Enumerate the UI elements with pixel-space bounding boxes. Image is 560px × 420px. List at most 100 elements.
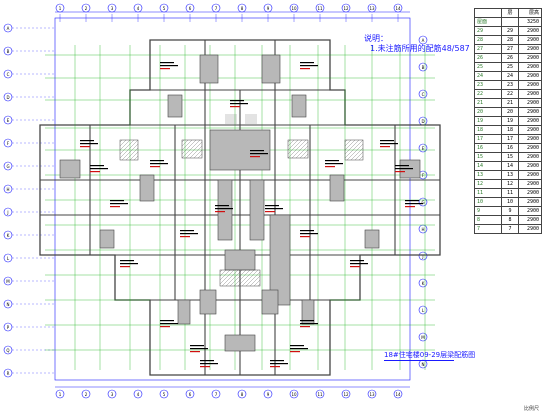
axis-label-left: R <box>7 371 10 376</box>
floor-table-cell: 21 <box>474 98 502 108</box>
beam-label-mark <box>80 143 98 145</box>
floor-table-cell: 2900 <box>518 44 542 54</box>
axis-label-top: 3 <box>111 6 114 11</box>
hatch-stroke <box>287 139 307 159</box>
hatch-stroke <box>219 269 235 285</box>
axis-label-bottom: 11 <box>317 392 323 397</box>
beam-label-mark <box>230 106 240 108</box>
hatch-stroke <box>358 155 364 161</box>
beam-label-mark <box>215 208 233 210</box>
beam-label-mark <box>300 230 314 232</box>
axis-bubble-bottom <box>211 389 221 399</box>
axis-label-left: A <box>7 26 10 31</box>
hatch-stroke <box>189 145 203 159</box>
beam-label-mark <box>110 203 128 205</box>
hatch-stroke <box>221 269 239 287</box>
floor-table-cell: 19 <box>474 116 502 126</box>
axis-label-top: 6 <box>189 6 192 11</box>
shear-wall-core <box>291 94 307 118</box>
floor-table-cell: 13 <box>501 170 519 180</box>
hatch-stroke <box>219 269 223 273</box>
beam-label-mark <box>395 165 409 167</box>
floor-table-cell: 2900 <box>518 206 542 216</box>
axis-label-left: F <box>7 141 10 146</box>
hatch-stroke <box>291 141 309 159</box>
axis-bubble-bottom <box>341 389 351 399</box>
axis-label-right: C <box>422 92 425 97</box>
beam-label-mark <box>300 320 314 322</box>
axis-label-bottom: 4 <box>137 392 140 397</box>
axis-bubble-top <box>393 3 403 13</box>
axis-label-left: P <box>7 325 10 330</box>
beam-label-mark <box>380 146 390 148</box>
beam-label-mark <box>270 360 284 362</box>
axis-label-bottom: 9 <box>267 392 270 397</box>
beam-label-mark <box>300 236 310 238</box>
axis-bubble-top <box>289 3 299 13</box>
floor-table-cell: 12 <box>501 179 519 189</box>
hatch-stroke <box>344 139 352 147</box>
floor-table-cell: 7 <box>501 224 519 234</box>
beam-label-mark <box>350 266 360 268</box>
beam-label-mark <box>300 233 318 235</box>
axis-label-left: M <box>6 279 10 284</box>
axis-label-top: 4 <box>137 6 140 11</box>
floor-table-cell: 17 <box>501 134 519 144</box>
axis-label-right: H <box>421 227 424 232</box>
axis-bubble-bottom <box>133 389 143 399</box>
floor-table-cell: 11 <box>474 188 502 198</box>
beam-label-mark <box>395 171 405 173</box>
floor-table-cell: 10 <box>501 197 519 207</box>
axis-bubble-top <box>341 3 351 13</box>
axis-label-right: E <box>422 146 425 151</box>
beam-label-mark <box>380 140 394 142</box>
floor-table-cell: 2900 <box>518 143 542 153</box>
hatch-stroke <box>181 139 185 143</box>
floor-table-cell: 25 <box>501 62 519 72</box>
axis-bubble-top <box>107 3 117 13</box>
floor-table-cell: 25 <box>474 62 502 72</box>
shear-wall-core <box>177 299 191 325</box>
hatch-stroke <box>119 139 123 143</box>
beam-label-mark <box>190 345 204 347</box>
axis-label-bottom: 10 <box>291 392 297 397</box>
beam-label-mark <box>90 168 108 170</box>
axis-bubble-bottom <box>55 389 65 399</box>
beam-label-mark <box>300 62 314 64</box>
axis-label-right: F <box>422 173 425 178</box>
axis-label-right: N <box>422 362 425 367</box>
floor-table-cell: 27 <box>501 44 519 54</box>
floor-table-cell: 24 <box>474 71 502 81</box>
beam-label-mark <box>215 205 229 207</box>
floor-table-cell: 26 <box>474 53 502 63</box>
hatch-stroke <box>287 139 291 143</box>
beam-label-mark <box>290 351 300 353</box>
axis-label-left: H <box>6 187 9 192</box>
floor-table-cell: 21 <box>501 98 519 108</box>
axis-label-left: E <box>7 118 10 123</box>
hatch-stroke <box>241 269 259 287</box>
axis-label-top: 1 <box>59 6 62 11</box>
axis-label-bottom: 8 <box>241 392 244 397</box>
axis-bubble-bottom <box>237 389 247 399</box>
shear-wall-core <box>269 214 291 306</box>
shear-wall-core <box>217 179 233 241</box>
axis-bubble-bottom <box>367 389 377 399</box>
beam-label-mark <box>300 65 318 67</box>
axis-bubble-bottom <box>263 389 273 399</box>
beam-label-mark <box>250 153 268 155</box>
floor-table-cell: 15 <box>474 152 502 162</box>
floor-table-cell: 22 <box>501 89 519 99</box>
beam-label-mark <box>215 211 225 213</box>
floor-table-cell: 23 <box>501 80 519 90</box>
beam-label-mark <box>190 348 208 350</box>
